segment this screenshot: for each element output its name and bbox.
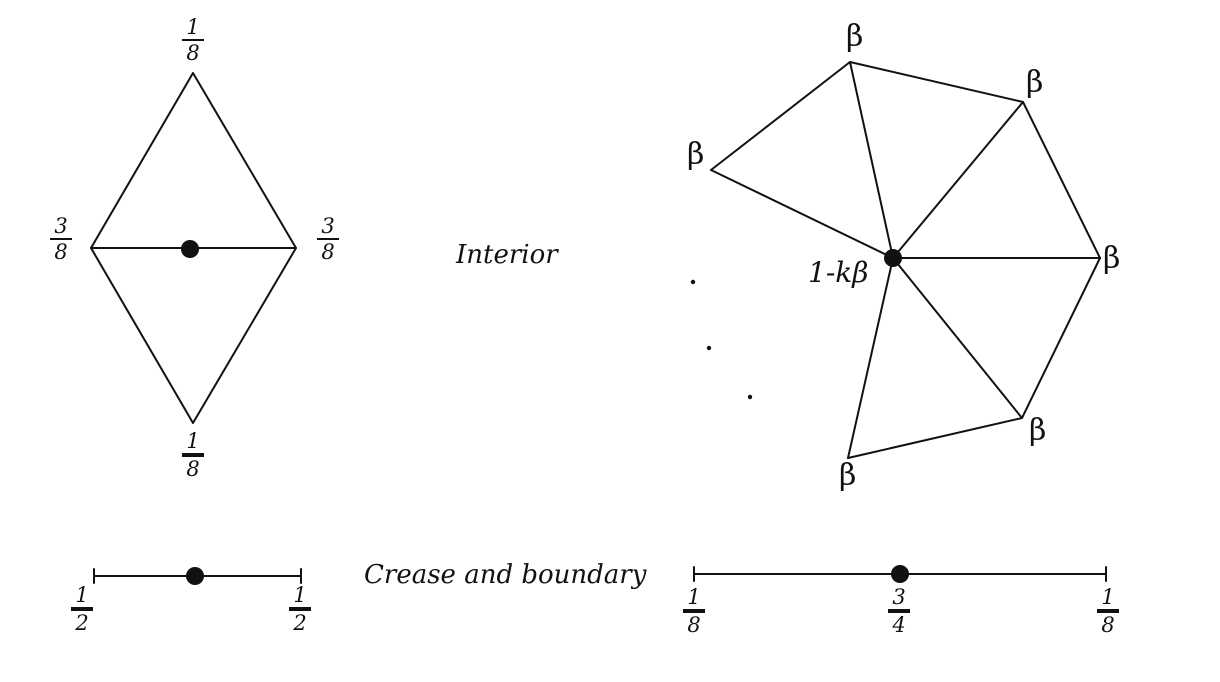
beta-label-right: β — [1103, 241, 1121, 276]
diamond-top-weight: 1 8 — [173, 16, 213, 64]
fraction-bar — [1097, 609, 1119, 613]
fraction-numerator: 3 — [321, 214, 335, 238]
fraction-bar — [683, 609, 705, 613]
fraction-bar — [182, 453, 204, 457]
fraction-denominator: 8 — [186, 457, 200, 481]
fraction-numerator: 1 — [1101, 585, 1115, 609]
fraction-bar — [289, 607, 311, 611]
fraction-bar — [182, 39, 204, 41]
fraction-numerator: 3 — [54, 214, 68, 238]
beta-label-bottom: β — [839, 458, 857, 493]
fraction-numerator: 3 — [892, 585, 906, 609]
fan-center-label: 1-kβ — [808, 256, 869, 289]
fraction-denominator: 8 — [687, 613, 701, 637]
beta-label-top: β — [846, 19, 864, 54]
ellipsis-dot — [706, 345, 712, 351]
beta-label-lower-right: β — [1029, 413, 1047, 448]
fraction-denominator: 8 — [186, 41, 200, 65]
fraction-numerator: 1 — [186, 15, 200, 39]
fraction-denominator: 8 — [54, 240, 68, 264]
fraction-bar — [317, 238, 339, 240]
fraction-denominator: 8 — [1101, 613, 1115, 637]
diamond-outline — [90, 72, 297, 424]
beta-label-upper-right: β — [1026, 65, 1044, 100]
fraction-bar — [71, 607, 93, 611]
ellipsis-dot — [747, 394, 753, 400]
fraction-numerator: 1 — [687, 585, 701, 609]
fraction-numerator: 1 — [186, 429, 200, 453]
crease-right-vertex — [891, 565, 909, 583]
fraction-denominator: 8 — [321, 240, 335, 264]
fraction-bar — [50, 238, 72, 240]
fan-spoke — [892, 101, 1024, 259]
crease-left-weight-left: 1 2 — [62, 584, 102, 634]
fan-center-vertex — [884, 249, 902, 267]
interior-caption: Interior — [456, 240, 558, 270]
ellipsis-dot — [690, 279, 696, 285]
fraction-bar — [888, 609, 910, 613]
diamond-left-weight: 3 8 — [41, 215, 81, 263]
fraction-denominator: 4 — [892, 613, 906, 637]
fan-spoke — [847, 257, 894, 459]
crease-left-weight-right: 1 2 — [280, 584, 320, 634]
crease-caption: Crease and boundary — [364, 560, 647, 590]
crease-right-weight-middle: 3 4 — [879, 586, 919, 636]
diamond-center-vertex — [181, 240, 199, 258]
fan-spoke — [892, 257, 1023, 419]
fan-spoke — [710, 169, 894, 259]
diamond-bottom-weight: 1 8 — [173, 430, 213, 480]
fraction-denominator: 2 — [293, 611, 307, 635]
diamond-right-weight: 3 8 — [308, 215, 348, 263]
beta-label-left: β — [687, 137, 705, 172]
fan-rim — [710, 61, 1101, 459]
fraction-numerator: 1 — [293, 583, 307, 607]
fan-spoke — [849, 61, 894, 259]
fan-edges — [710, 61, 1101, 459]
crease-right-weight-right: 1 8 — [1088, 586, 1128, 636]
crease-left-vertex — [186, 567, 204, 585]
crease-right-weight-left: 1 8 — [674, 586, 714, 636]
fraction-denominator: 2 — [75, 611, 89, 635]
fraction-numerator: 1 — [75, 583, 89, 607]
